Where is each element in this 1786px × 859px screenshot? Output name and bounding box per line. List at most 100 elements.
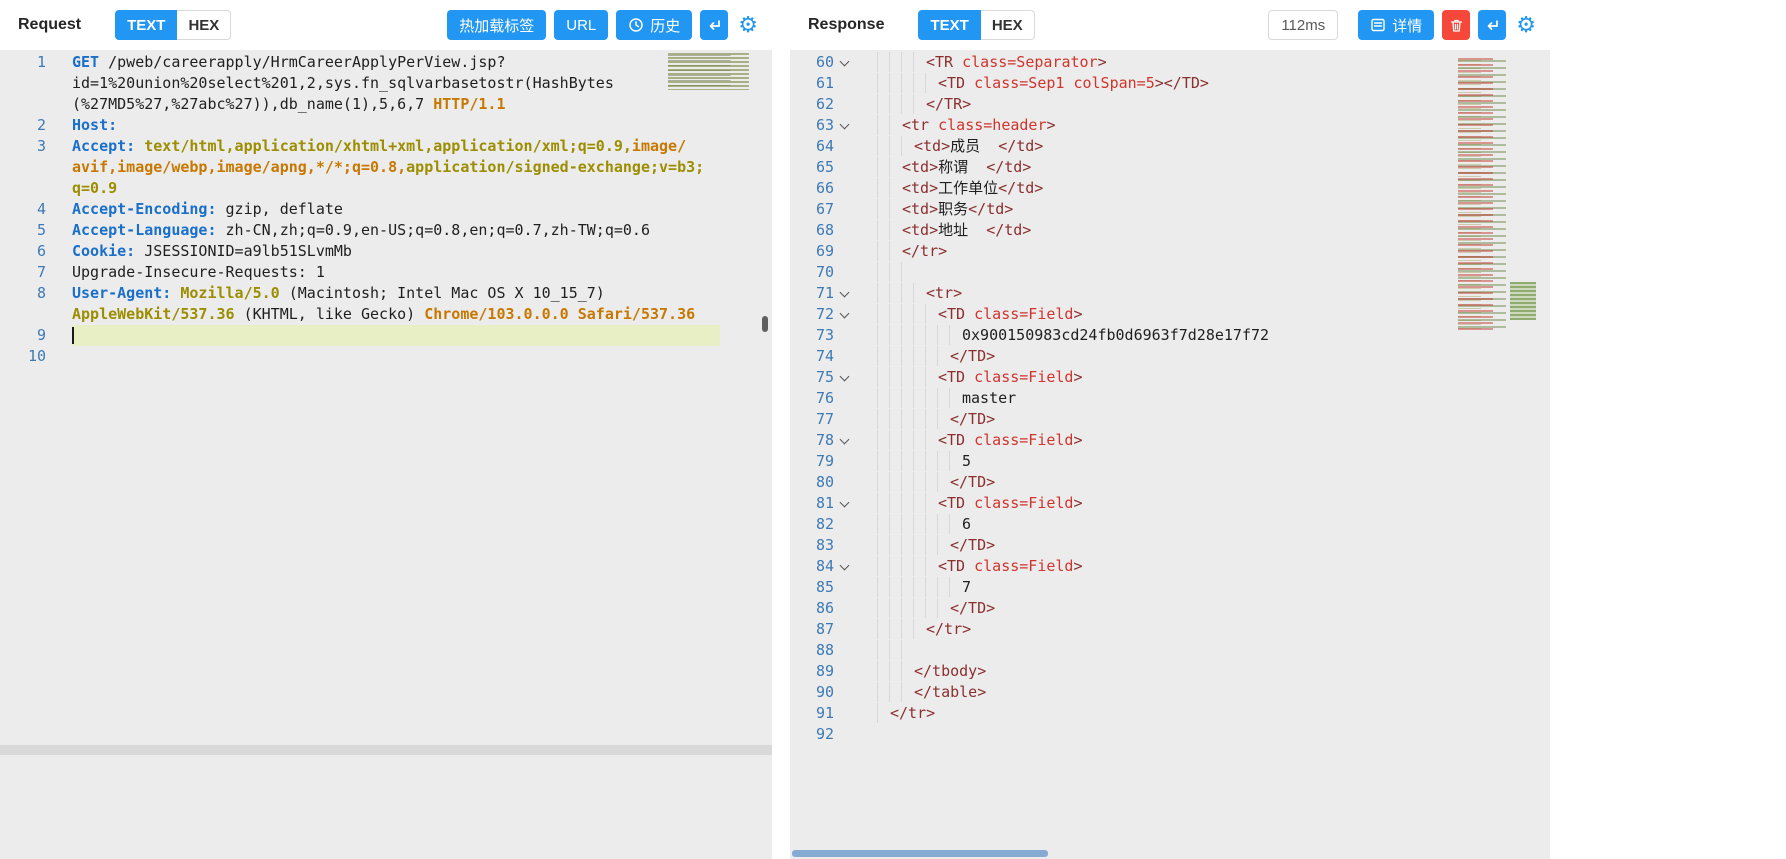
code-text[interactable]: <td>称谓 </td> [866, 157, 1550, 178]
code-text[interactable]: Cookie: JSESSIONID=a9lb51SLvmMb [72, 241, 720, 262]
code-text[interactable]: <TD class=Field> [866, 367, 1550, 388]
response-return-button[interactable] [1478, 10, 1507, 40]
code-line[interactable]: 65<td>称谓 </td> [790, 157, 1550, 178]
code-text[interactable] [866, 724, 1550, 745]
code-text[interactable]: </tr> [866, 241, 1550, 262]
url-button[interactable]: URL [554, 10, 609, 40]
code-line[interactable]: 72<TD class=Field> [790, 304, 1550, 325]
response-editor[interactable]: 60<TR class=Separator>61<TD class=Sep1 c… [790, 50, 1550, 859]
code-text[interactable]: User-Agent: Mozilla/5.0 (Macintosh; Inte… [72, 283, 720, 325]
fold-chevron-icon[interactable] [834, 493, 854, 514]
code-line[interactable]: 70 [790, 262, 1550, 283]
code-text[interactable]: <tr class=header> [866, 115, 1550, 136]
code-text[interactable]: </TD> [866, 535, 1550, 556]
code-line[interactable]: 66<td>工作单位</td> [790, 178, 1550, 199]
code-text[interactable]: <td>成员 </td> [866, 136, 1550, 157]
fold-chevron-icon[interactable] [834, 430, 854, 451]
code-line[interactable]: 83</TD> [790, 535, 1550, 556]
code-line[interactable]: 90</table> [790, 682, 1550, 703]
code-line[interactable]: 67<td>职务</td> [790, 199, 1550, 220]
code-text[interactable]: GET /pweb/careerapply/HrmCareerApplyPerV… [72, 52, 720, 115]
code-line[interactable]: 84<TD class=Field> [790, 556, 1550, 577]
code-line[interactable]: 9 [0, 325, 772, 346]
code-line[interactable]: 77</TD> [790, 409, 1550, 430]
code-line[interactable]: 63<tr class=header> [790, 115, 1550, 136]
code-line[interactable]: 78<TD class=Field> [790, 430, 1550, 451]
code-line[interactable]: 91</tr> [790, 703, 1550, 724]
code-line[interactable]: 68<td>地址 </td> [790, 220, 1550, 241]
code-text[interactable]: <TR class=Separator> [866, 52, 1550, 73]
code-text[interactable]: <TD class=Sep1 colSpan=5></TD> [866, 73, 1550, 94]
code-text[interactable]: </tbody> [866, 661, 1550, 682]
fold-chevron-icon[interactable] [834, 115, 854, 136]
code-text[interactable]: </table> [866, 682, 1550, 703]
code-text[interactable] [866, 640, 1550, 661]
history-button[interactable]: 历史 [616, 10, 693, 40]
response-tab-text[interactable]: TEXT [918, 10, 981, 40]
code-line[interactable]: 88 [790, 640, 1550, 661]
code-text[interactable]: <td>工作单位</td> [866, 178, 1550, 199]
code-text[interactable]: 7 [866, 577, 1550, 598]
code-text[interactable]: </tr> [866, 703, 1550, 724]
response-minimap[interactable] [1458, 58, 1536, 330]
request-horizontal-scrollbar[interactable] [0, 745, 772, 755]
code-line[interactable]: 92 [790, 724, 1550, 745]
code-line[interactable]: 71<tr> [790, 283, 1550, 304]
code-line[interactable]: 74</TD> [790, 346, 1550, 367]
code-text[interactable] [866, 262, 1550, 283]
detail-button[interactable]: 详情 [1358, 10, 1435, 40]
response-settings-gear-icon[interactable]: ⚙ [1516, 12, 1536, 37]
code-line[interactable]: 60<TR class=Separator> [790, 52, 1550, 73]
request-minimap[interactable] [668, 53, 760, 90]
code-text[interactable]: <TD class=Field> [866, 430, 1550, 451]
code-text[interactable]: Accept: text/html,application/xhtml+xml,… [72, 136, 720, 199]
code-text[interactable]: </TR> [866, 94, 1550, 115]
fold-chevron-icon[interactable] [834, 556, 854, 577]
code-text[interactable]: <td>地址 </td> [866, 220, 1550, 241]
code-text[interactable]: <td>职务</td> [866, 199, 1550, 220]
fold-chevron-icon[interactable] [834, 52, 854, 73]
code-line[interactable]: 80</TD> [790, 472, 1550, 493]
request-vertical-scrollbar-thumb[interactable] [762, 316, 768, 332]
response-tab-hex[interactable]: HEX [980, 10, 1035, 40]
code-text[interactable]: 6 [866, 514, 1550, 535]
code-line[interactable]: 69</tr> [790, 241, 1550, 262]
code-line[interactable]: 64<td>成员 </td> [790, 136, 1550, 157]
code-text[interactable]: Accept-Language: zh-CN,zh;q=0.9,en-US;q=… [72, 220, 720, 241]
code-text[interactable]: </TD> [866, 346, 1550, 367]
code-line[interactable]: 61<TD class=Sep1 colSpan=5></TD> [790, 73, 1550, 94]
request-return-button[interactable] [700, 10, 729, 40]
code-text[interactable] [72, 325, 720, 346]
fold-chevron-icon[interactable] [834, 367, 854, 388]
code-text[interactable]: <tr> [866, 283, 1550, 304]
code-line[interactable]: 62</TR> [790, 94, 1550, 115]
delete-button[interactable] [1442, 10, 1471, 40]
request-tab-hex[interactable]: HEX [177, 10, 232, 40]
request-settings-gear-icon[interactable]: ⚙ [738, 12, 758, 37]
code-text[interactable]: </tr> [866, 619, 1550, 640]
code-line[interactable]: 81<TD class=Field> [790, 493, 1550, 514]
code-text[interactable]: </TD> [866, 472, 1550, 493]
code-text[interactable]: master [866, 388, 1550, 409]
code-line[interactable]: 10 [0, 346, 772, 367]
fold-chevron-icon[interactable] [834, 283, 854, 304]
code-text[interactable]: <TD class=Field> [866, 556, 1550, 577]
code-text[interactable]: Host: [72, 115, 720, 136]
response-horizontal-scrollbar-thumb[interactable] [792, 850, 1048, 857]
code-text[interactable]: 5 [866, 451, 1550, 472]
code-line[interactable]: 75<TD class=Field> [790, 367, 1550, 388]
code-text[interactable]: <TD class=Field> [866, 493, 1550, 514]
code-text[interactable]: </TD> [866, 598, 1550, 619]
